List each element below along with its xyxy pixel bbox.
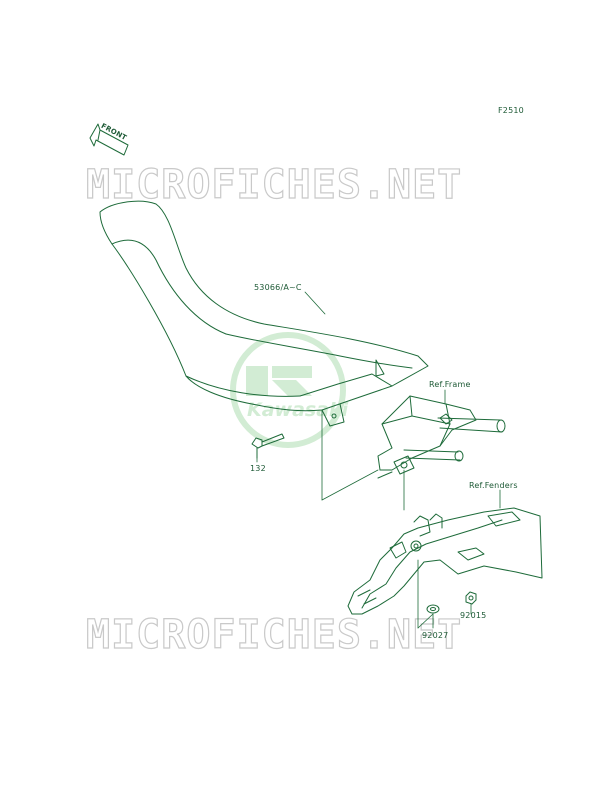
watermark-bottom: MICROFICHES.NET [85,611,463,658]
fender [347,507,543,615]
nut [465,591,477,605]
diagram-code: F2510 [498,106,524,115]
frame [377,395,506,479]
collar [426,604,440,614]
seat-outline [99,200,429,427]
part-number-bolt[interactable]: 132 [250,464,266,473]
bolt [251,433,285,459]
part-number-nut[interactable]: 92015 [460,611,487,620]
watermark-top: MICROFICHES.NET [85,161,463,208]
part-number-seat[interactable]: 53066/A~C [254,283,302,292]
ref-fenders-label[interactable]: Ref.Fenders [469,481,518,490]
part-number-collar[interactable]: 92027 [422,631,449,640]
front-arrow-icon [89,123,129,156]
ref-frame-label[interactable]: Ref.Frame [429,380,471,389]
